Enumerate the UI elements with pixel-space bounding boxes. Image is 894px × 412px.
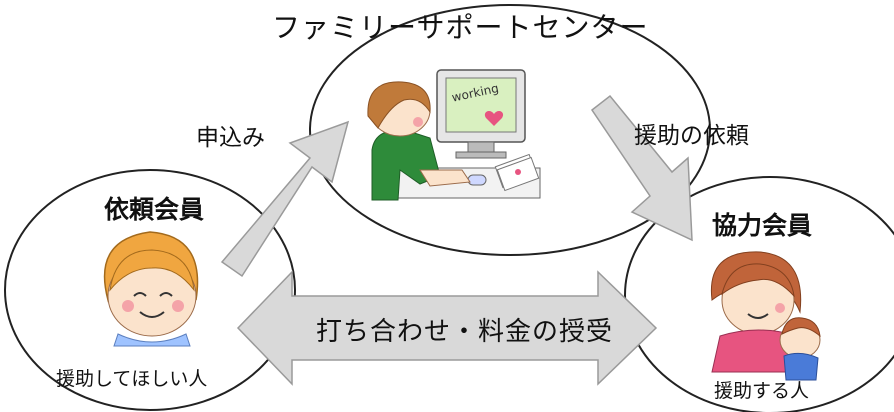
apply-arrow — [220, 120, 350, 278]
helper-bangs — [721, 263, 795, 298]
requester-caption: 援助してほしい人 — [56, 368, 208, 390]
staff-arm — [419, 169, 471, 187]
staff-hair — [367, 81, 431, 129]
arrows — [220, 94, 693, 386]
helper-smile — [747, 313, 769, 319]
baby-hair — [781, 317, 821, 338]
request-label: 援助の依頼 — [634, 123, 749, 149]
child-cheek-left — [122, 300, 134, 312]
child-bangs — [109, 249, 195, 292]
helper-caption: 援助する人 — [714, 380, 810, 402]
monitor-screen — [445, 77, 517, 133]
child-smile — [139, 311, 165, 318]
exchange-arrow — [236, 270, 658, 386]
helper-role-label: 協力会員 — [712, 211, 813, 240]
monitor-base — [455, 151, 507, 159]
apply-label: 申込み — [196, 125, 265, 151]
helper-illustration — [710, 251, 821, 381]
staff-illustration: working — [367, 69, 541, 201]
requester-role-label: 依頼会員 — [104, 195, 205, 224]
child-collar — [113, 333, 191, 347]
papers-icon — [494, 153, 540, 192]
exchange-label: 打ち合わせ・料金の授受 — [316, 317, 614, 347]
helper-cheek — [775, 303, 785, 313]
heart-icon — [484, 111, 504, 126]
baby-body — [783, 352, 819, 381]
monitor-stand — [467, 141, 495, 153]
child-eyes — [133, 292, 173, 297]
child-illustration — [103, 231, 199, 347]
mouse — [467, 174, 487, 186]
center-title: ファミリーサポートセンター — [272, 11, 649, 44]
request-arrow — [590, 94, 693, 242]
staff-cheek — [413, 117, 423, 127]
child-cheek-right — [172, 300, 184, 312]
